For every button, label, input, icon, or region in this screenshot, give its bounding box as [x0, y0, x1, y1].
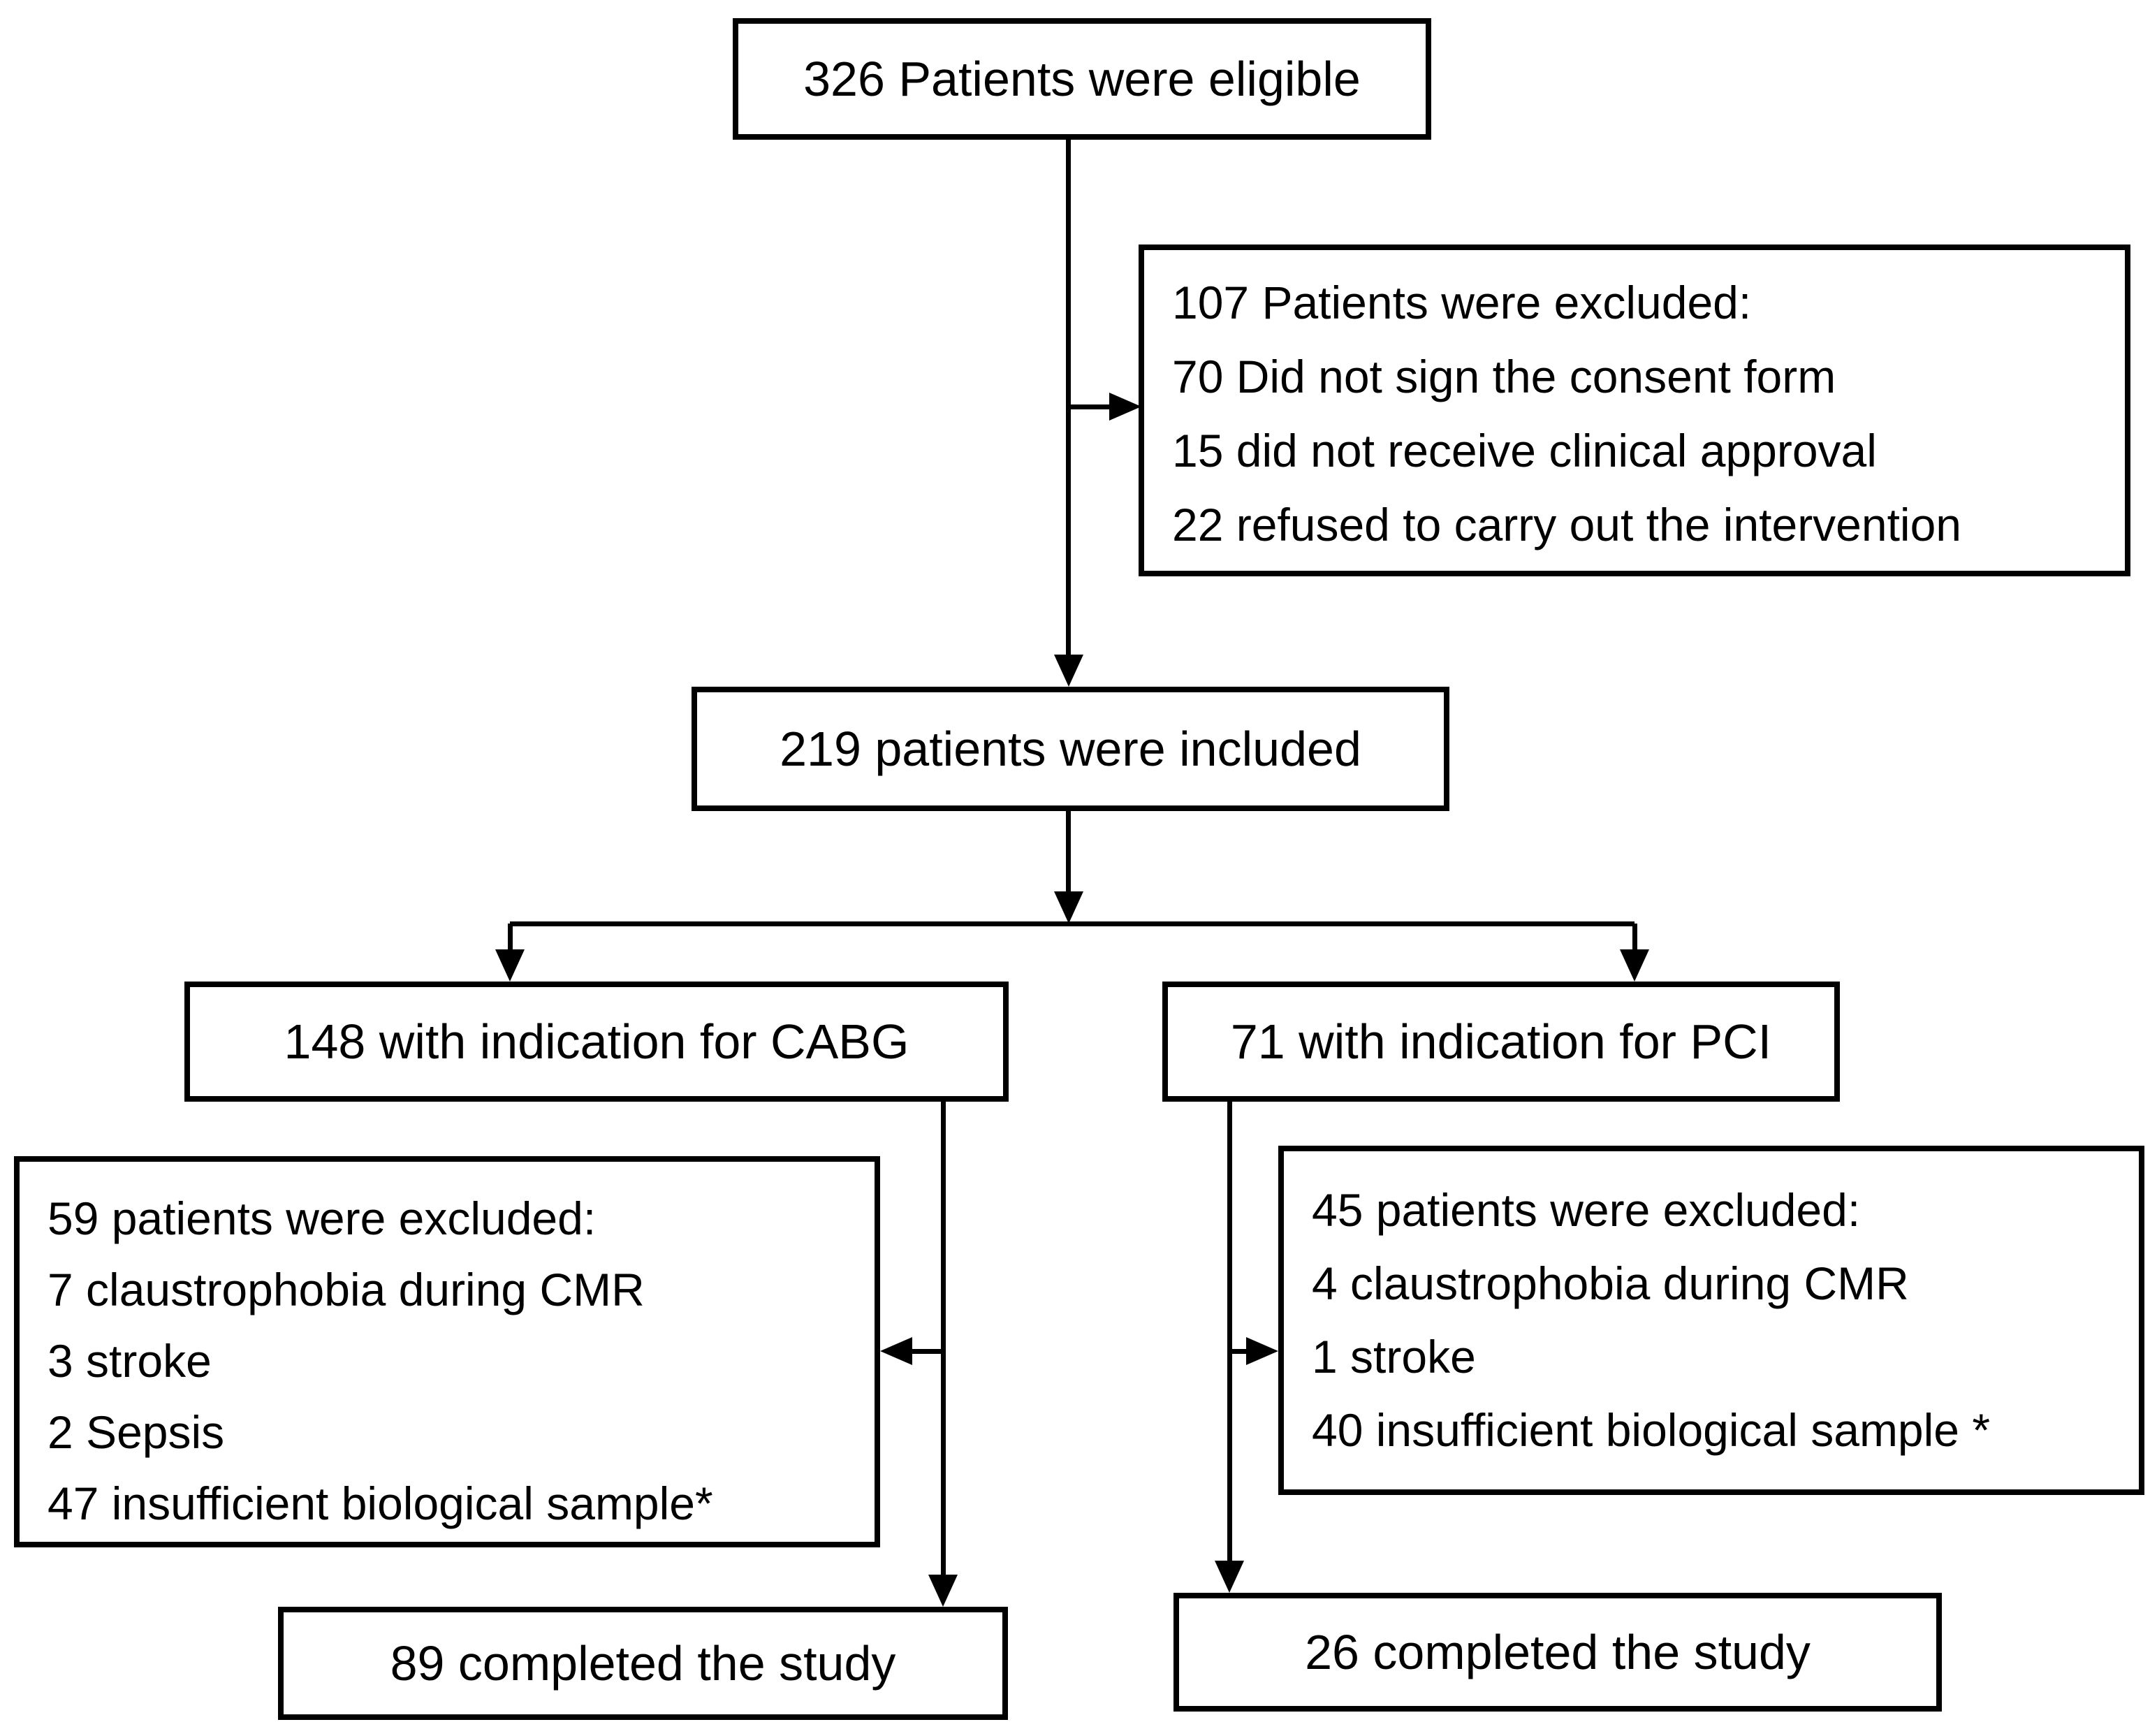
connector-pci-completed: [1227, 1102, 1232, 1562]
box-included-text: 219 patients were included: [780, 721, 1361, 776]
box-completed-cabg-text: 89 completed the study: [390, 1635, 896, 1691]
arrowhead-into-excluded-cabg: [880, 1337, 912, 1365]
excluded-cabg-line: 3 stroke: [47, 1335, 212, 1387]
box-pci-text: 71 with indication for PCI: [1230, 1014, 1772, 1069]
arrowhead-into-pci: [1620, 949, 1649, 982]
box-excluded-pci: 45 patients were excluded: 4 claustropho…: [1278, 1146, 2144, 1495]
excluded-cabg-line: 47 insufficient biological sample*: [47, 1478, 713, 1529]
connector-cabg-completed: [941, 1102, 946, 1576]
connector-included-split: [1066, 811, 1071, 895]
excluded-pci-line: 4 claustrophobia during CMR: [1312, 1257, 1909, 1309]
excluded-cabg-line: 2 Sepsis: [47, 1406, 225, 1458]
arrowhead-into-completed-pci: [1215, 1561, 1244, 1593]
excluded-pci-line: 45 patients were excluded:: [1312, 1184, 1861, 1236]
connector-split-pci: [1632, 924, 1637, 950]
arrowhead-into-completed-cabg: [928, 1575, 958, 1607]
arrowhead-into-included: [1054, 655, 1083, 687]
connector-to-excluded-pci: [1229, 1349, 1248, 1354]
excluded-cabg-line: 7 claustrophobia during CMR: [47, 1264, 645, 1315]
arrowhead-into-cabg: [495, 949, 525, 982]
box-completed-pci: 26 completed the study: [1173, 1593, 1942, 1712]
connector-split-cabg: [508, 924, 513, 950]
connector-eligible-included: [1066, 140, 1071, 657]
excluded-top-line: 107 Patients were excluded:: [1172, 277, 1752, 328]
excluded-top-line: 15 did not receive clinical approval: [1172, 425, 1877, 476]
box-included: 219 patients were included: [692, 687, 1449, 811]
box-completed-pci-text: 26 completed the study: [1305, 1624, 1811, 1679]
connector-to-excluded-cabg: [911, 1349, 944, 1354]
box-completed-cabg: 89 completed the study: [278, 1607, 1008, 1720]
box-cabg: 148 with indication for CABG: [184, 982, 1009, 1102]
excluded-top-line: 70 Did not sign the consent form: [1172, 351, 1836, 402]
split-bar: [510, 921, 1635, 926]
arrowhead-into-split: [1054, 891, 1083, 924]
box-eligible-text: 326 Patients were eligible: [803, 51, 1361, 106]
box-pci: 71 with indication for PCI: [1162, 982, 1840, 1102]
arrowhead-into-excluded-pci: [1246, 1337, 1278, 1365]
arrowhead-into-excluded-top: [1109, 393, 1141, 421]
connector-to-excluded-top: [1069, 404, 1112, 409]
excluded-cabg-line: 59 patients were excluded:: [47, 1192, 597, 1244]
box-eligible: 326 Patients were eligible: [733, 18, 1431, 140]
box-excluded-cabg: 59 patients were excluded: 7 claustropho…: [14, 1156, 880, 1547]
box-cabg-text: 148 with indication for CABG: [284, 1014, 909, 1069]
excluded-pci-line: 40 insufficient biological sample *: [1312, 1404, 1991, 1456]
box-excluded-top: 107 Patients were excluded: 70 Did not s…: [1139, 245, 2130, 576]
excluded-pci-line: 1 stroke: [1312, 1331, 1476, 1383]
excluded-top-line: 22 refused to carry out the intervention: [1172, 499, 1961, 550]
